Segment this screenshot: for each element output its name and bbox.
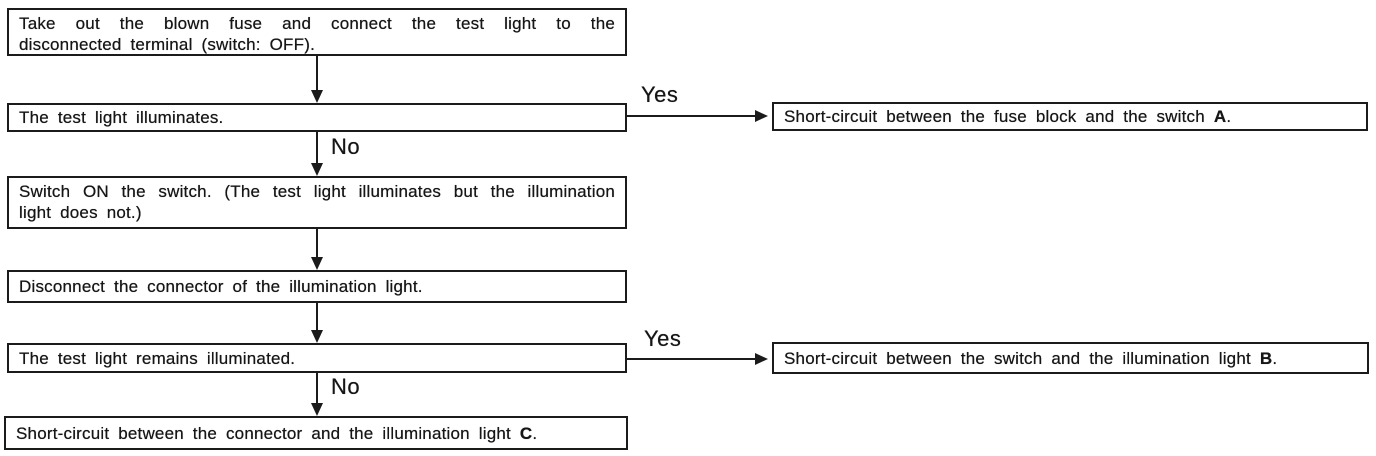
connector-line (627, 115, 755, 117)
box-result-short-circuit-c: Short-circuit between the connector and … (4, 416, 628, 450)
box-text: Short-circuit between the connector and … (16, 423, 511, 443)
box-text-line: disconnected terminal (switch: OFF). (19, 35, 316, 54)
box-result-short-circuit-b: Short-circuit between the switch and the… (772, 342, 1369, 374)
arrow-right-icon (755, 110, 768, 122)
box-text: Short-circuit between the switch and the… (784, 348, 1251, 368)
arrow-down-icon (311, 330, 323, 343)
connector-line (627, 358, 755, 360)
box-text-line: light does not.) (19, 203, 142, 222)
box-result-short-circuit-a: Short-circuit between the fuse block and… (772, 102, 1368, 131)
connector-line (316, 56, 318, 90)
result-tag: B (1259, 348, 1273, 368)
connector-line (316, 132, 318, 163)
box-decision-test-light-remains: The test light remains illuminated. (7, 343, 627, 373)
no-label: No (331, 134, 361, 159)
arrow-down-icon (311, 257, 323, 270)
box-step-take-out-fuse: Take out the blown fuse and connect the … (7, 8, 627, 56)
yes-label: Yes (644, 326, 682, 351)
arrow-down-icon (311, 163, 323, 176)
arrow-right-icon (755, 353, 768, 365)
connector-line (316, 373, 318, 403)
box-text: Short-circuit between the fuse block and… (784, 107, 1205, 126)
box-text-line: Take out the blown fuse and connect the … (19, 14, 615, 33)
box-step-disconnect-connector: Disconnect the connector of the illumina… (7, 270, 627, 303)
result-tag: A (1213, 107, 1227, 126)
box-text-suffix: . (1272, 348, 1278, 368)
box-text-suffix: . (532, 423, 538, 443)
box-text: The test light illuminates. (19, 108, 224, 127)
box-step-switch-on: Switch ON the switch. (The test light il… (7, 176, 627, 229)
yes-label: Yes (641, 82, 679, 107)
box-text: The test light remains illuminated. (19, 348, 296, 368)
no-label: No (331, 374, 361, 399)
box-text: Disconnect the connector of the illumina… (19, 277, 423, 296)
arrow-down-icon (311, 90, 323, 103)
box-text-line: Switch ON the switch. (The test light il… (19, 182, 615, 201)
connector-line (316, 229, 318, 257)
connector-line (316, 303, 318, 330)
box-decision-test-light-illuminates: The test light illuminates. (7, 103, 627, 132)
box-text-suffix: . (1226, 107, 1232, 126)
result-tag: C (519, 423, 533, 443)
arrow-down-icon (311, 403, 323, 416)
